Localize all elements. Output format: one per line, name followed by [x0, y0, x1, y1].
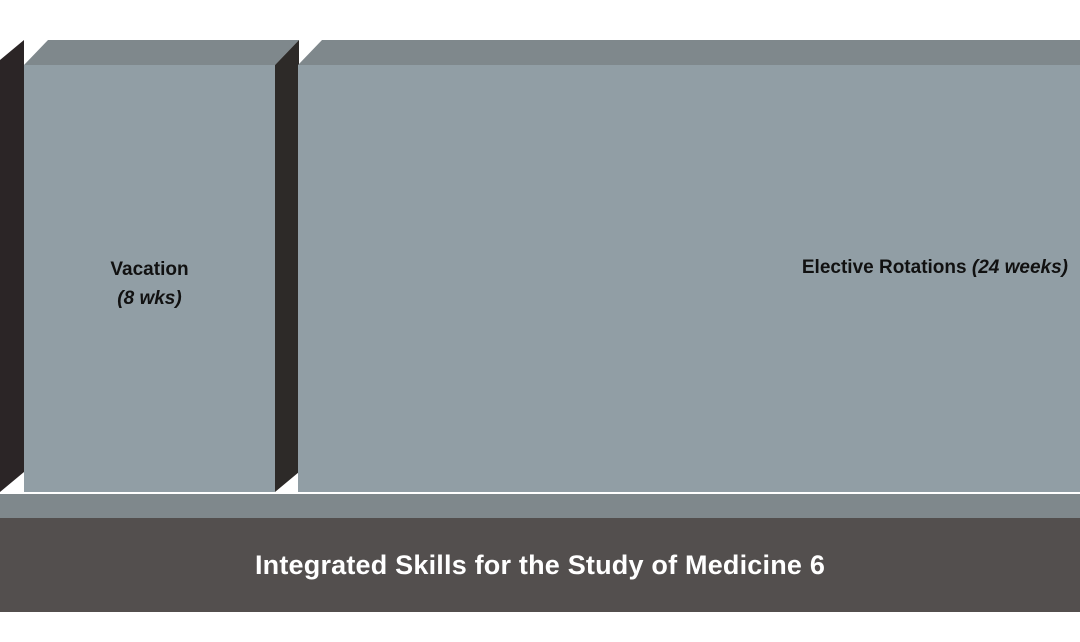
left-block-side-face: [0, 40, 24, 492]
elective-title: Elective Rotations: [801, 257, 967, 278]
vacation-duration: (8 wks): [117, 288, 182, 309]
foundation-label: Integrated Skills for the Study of Medic…: [254, 549, 826, 580]
elective-block: [298, 65, 1080, 492]
vacation-block: Vacation (8 wks): [24, 65, 275, 492]
vacation-title: Vacation: [110, 259, 189, 280]
elective-block-top-face: [298, 40, 1080, 65]
elective-label: Elective Rotations (24 weeks): [298, 253, 1068, 282]
foundation-bar-top-face: [0, 494, 1080, 518]
vacation-block-top-face: [24, 40, 299, 65]
elective-duration: (24 weeks): [971, 257, 1068, 278]
foundation-bar: Integrated Skills for the Study of Medic…: [0, 518, 1080, 612]
vacation-block-side-face: [275, 40, 299, 492]
